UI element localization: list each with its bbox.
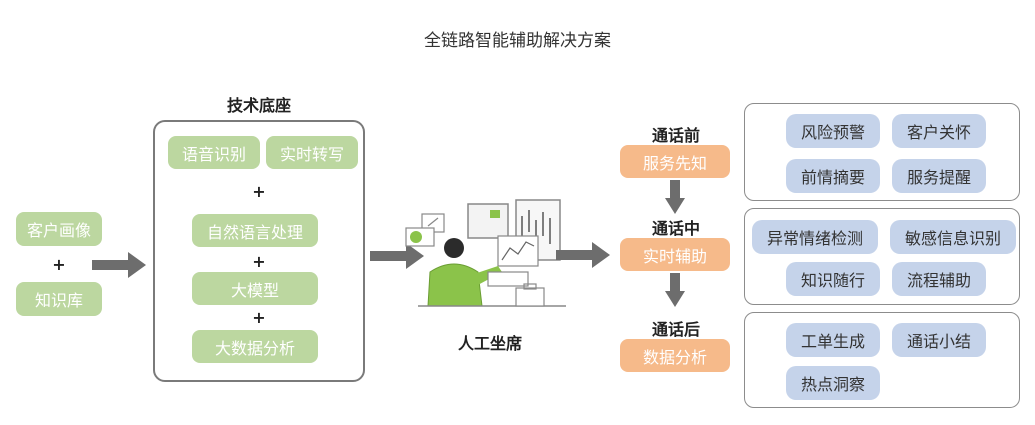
feature-process-assist: 流程辅助 xyxy=(892,262,986,296)
stage-before-heading: 通话前 xyxy=(651,126,700,145)
after-features-frame xyxy=(744,312,1020,408)
tech-heading: 技术底座 xyxy=(226,96,291,115)
agent-illustration xyxy=(405,199,566,307)
stage-during-pill: 实时辅助 xyxy=(620,238,730,271)
tech-frame xyxy=(153,120,365,382)
llm-box: 大模型 xyxy=(192,272,318,305)
feature-customer-care: 客户关怀 xyxy=(892,114,986,148)
during-features-frame xyxy=(744,208,1020,305)
feature-service-reminder: 服务提醒 xyxy=(892,159,986,193)
asr-box: 语音识别 xyxy=(168,136,260,169)
before-features-frame xyxy=(744,103,1020,201)
agent-label: 人工坐席 xyxy=(457,334,522,353)
tech-plus-1: + xyxy=(252,182,266,201)
feature-risk-warning: 风险预警 xyxy=(786,114,880,148)
arrow-to-agent xyxy=(370,243,424,269)
stage-during-heading: 通话中 xyxy=(651,219,700,238)
stage-after-pill: 数据分析 xyxy=(620,339,730,372)
feature-hotspot-insight: 热点洞察 xyxy=(786,366,880,400)
left-plus: + xyxy=(52,255,66,274)
feature-prior-summary: 前情摘要 xyxy=(786,159,880,193)
customer-profile-box: 客户画像 xyxy=(16,212,102,246)
diagram-title: 全链路智能辅助解决方案 xyxy=(424,31,611,51)
tech-plus-3: + xyxy=(252,308,266,327)
arrow-to-tech xyxy=(92,252,146,278)
arrow-before-to-during xyxy=(665,180,685,214)
nlp-box: 自然语言处理 xyxy=(192,214,318,247)
feature-sensitive-info: 敏感信息识别 xyxy=(890,220,1016,254)
transcribe-box: 实时转写 xyxy=(266,136,358,169)
feature-ticket-gen: 工单生成 xyxy=(786,323,880,357)
arrow-during-to-after xyxy=(665,273,685,307)
analytics-box: 大数据分析 xyxy=(192,330,318,363)
stage-after-heading: 通话后 xyxy=(651,320,700,339)
feature-emotion-detect: 异常情绪检测 xyxy=(752,220,878,254)
feature-knowledge-follow: 知识随行 xyxy=(786,262,880,296)
tech-plus-2: + xyxy=(252,252,266,271)
stage-before-pill: 服务先知 xyxy=(620,145,730,178)
knowledge-base-box: 知识库 xyxy=(16,282,102,316)
feature-call-summary: 通话小结 xyxy=(892,323,986,357)
arrow-to-stages xyxy=(556,242,610,268)
